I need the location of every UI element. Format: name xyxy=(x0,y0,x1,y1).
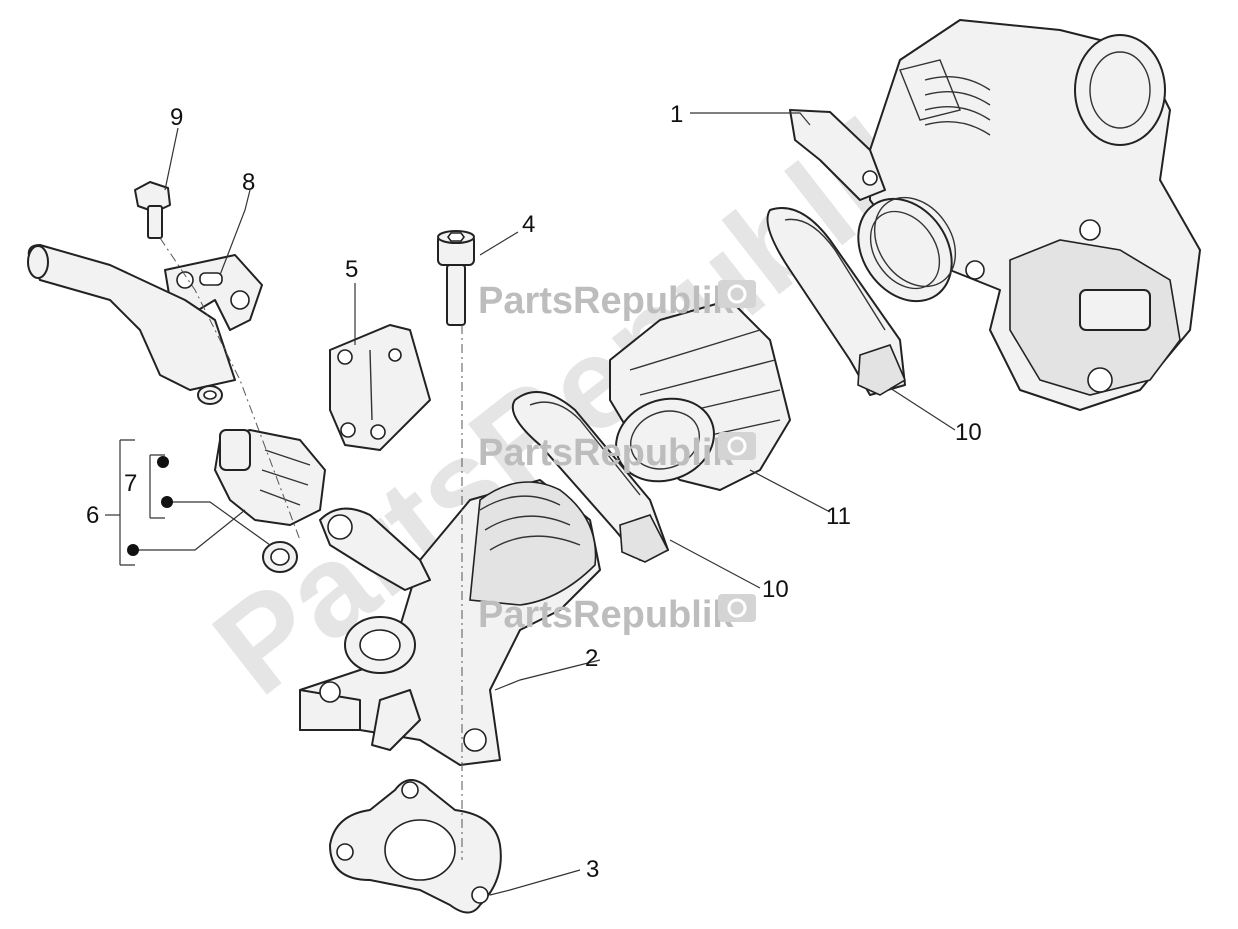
callout-7: 7 xyxy=(124,470,137,497)
svg-text:PartsRepublik: PartsRepublik xyxy=(478,432,734,474)
callout-9: 9 xyxy=(170,104,183,131)
hose-clamp-lower[interactable] xyxy=(511,391,670,563)
ref-dot-3 xyxy=(127,544,139,556)
callout-5: 5 xyxy=(345,256,358,283)
callout-10-lower: 10 xyxy=(762,576,789,603)
bracket-plate[interactable] xyxy=(329,324,431,451)
callout-11: 11 xyxy=(826,503,851,530)
callout-3: 3 xyxy=(586,856,599,883)
sensor-bracket[interactable] xyxy=(27,244,263,391)
intake-manifold[interactable] xyxy=(299,479,601,766)
injector-assembly[interactable] xyxy=(197,385,326,573)
callout-10-upper: 10 xyxy=(955,419,982,446)
callout-1: 1 xyxy=(670,101,683,128)
centerline-bolt xyxy=(159,237,301,541)
callout-2: 2 xyxy=(585,645,598,672)
svg-text:PartsRepublik: PartsRepublik xyxy=(478,594,734,636)
gasket[interactable] xyxy=(329,779,502,914)
watermark-small-2: PartsRepublik xyxy=(478,432,756,474)
throttle-body[interactable] xyxy=(789,19,1201,411)
callout-8: 8 xyxy=(242,169,255,196)
svg-text:PartsRepublik: PartsRepublik xyxy=(478,280,734,322)
watermark-small-1: PartsRepublik xyxy=(478,280,756,322)
screw-4[interactable] xyxy=(437,230,475,326)
ref-dot-2 xyxy=(161,496,173,508)
hose-clamp-upper[interactable] xyxy=(766,207,907,396)
watermark-small-3: PartsRepublik xyxy=(478,594,756,636)
leader-lines xyxy=(105,112,956,896)
ref-dot-1 xyxy=(157,456,169,468)
bolt-9[interactable] xyxy=(134,181,171,239)
callout-4: 4 xyxy=(522,211,535,238)
callout-6: 6 xyxy=(86,502,99,529)
